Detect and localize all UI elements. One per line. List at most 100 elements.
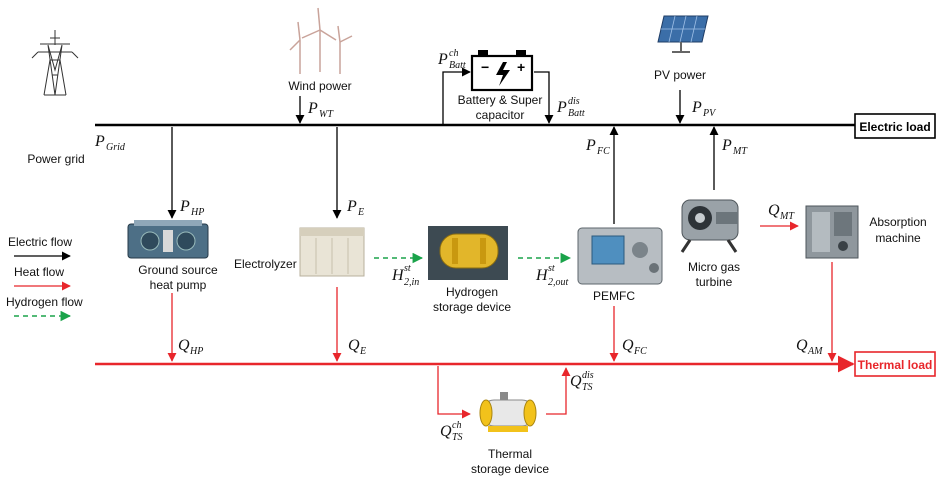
wind-turbine-icon bbox=[289, 7, 353, 74]
q-ts-ch-label: Q ch TS bbox=[440, 420, 463, 443]
q-hp-label: Q HP bbox=[178, 337, 203, 357]
p-hp-label: P HP bbox=[179, 198, 204, 218]
q-mt-label: Q MT bbox=[768, 202, 795, 222]
hydrogen-storage-label-1: Hydrogen bbox=[446, 285, 498, 299]
svg-text:P: P bbox=[179, 198, 190, 215]
power-grid-tower-icon bbox=[31, 30, 79, 96]
hydrogen-storage-label-2: storage device bbox=[433, 300, 511, 314]
svg-text:AM: AM bbox=[807, 346, 823, 357]
svg-text:FC: FC bbox=[596, 146, 610, 157]
svg-text:st: st bbox=[404, 263, 411, 274]
legend: Electric flow Heat flow Hydrogen flow bbox=[6, 235, 83, 322]
svg-text:P: P bbox=[721, 137, 732, 154]
p-grid-label: P Grid bbox=[94, 133, 126, 153]
pv-power-label: PV power bbox=[654, 68, 706, 82]
electric-load-box: Electric load bbox=[854, 113, 936, 139]
micro-gas-turbine-icon bbox=[680, 199, 739, 253]
electrolyzer-icon bbox=[299, 227, 365, 277]
svg-text:Q: Q bbox=[622, 337, 634, 354]
heat-pump-label-2: heat pump bbox=[150, 278, 207, 292]
svg-text:MT: MT bbox=[732, 146, 748, 157]
svg-text:Q: Q bbox=[796, 337, 808, 354]
thermal-load-label: Thermal load bbox=[858, 358, 933, 372]
svg-text:HP: HP bbox=[189, 346, 203, 357]
power-grid-label: Power grid bbox=[27, 152, 84, 166]
p-wt-label: P WT bbox=[307, 100, 334, 120]
q-ts-dis-label: Q dis TS bbox=[570, 370, 594, 393]
svg-text:H: H bbox=[535, 267, 549, 284]
absorption-label-2: machine bbox=[875, 231, 921, 245]
battery-charge-arrow bbox=[442, 67, 471, 125]
thermal-storage-label-1: Thermal bbox=[488, 447, 532, 461]
battery-label-2: capacitor bbox=[476, 108, 525, 122]
micro-gas-turbine-label-2: turbine bbox=[696, 275, 733, 289]
thermal-tank-icon bbox=[479, 392, 537, 432]
p-e-label: P E bbox=[346, 198, 364, 218]
svg-text:TS: TS bbox=[582, 382, 593, 393]
svg-text:P: P bbox=[556, 99, 567, 116]
h-in-label: H st 2,in bbox=[391, 263, 419, 288]
q-am-label: Q AM bbox=[796, 337, 823, 357]
svg-text:+: + bbox=[517, 59, 525, 75]
svg-text:Q: Q bbox=[570, 373, 582, 390]
svg-text:Grid: Grid bbox=[106, 142, 126, 153]
svg-text:H: H bbox=[391, 267, 405, 284]
legend-heat-label: Heat flow bbox=[14, 265, 64, 279]
wind-power-label: Wind power bbox=[288, 79, 351, 93]
heat-pump-icon bbox=[127, 220, 209, 259]
p-fc-label: P FC bbox=[585, 137, 610, 157]
legend-electric-label: Electric flow bbox=[8, 235, 72, 249]
q-fc-label: Q FC bbox=[622, 337, 647, 357]
svg-text:ch: ch bbox=[449, 48, 458, 59]
pemfc-label: PEMFC bbox=[593, 289, 635, 303]
svg-text:P: P bbox=[94, 133, 105, 150]
p-batt-ch-label: P ch Batt bbox=[437, 48, 466, 71]
battery-label-1: Battery & Super bbox=[458, 93, 543, 107]
svg-text:WT: WT bbox=[319, 109, 334, 120]
svg-text:P: P bbox=[307, 100, 318, 117]
thermal-storage-label-2: storage device bbox=[471, 462, 549, 476]
h-out-label: H st 2,out bbox=[535, 263, 569, 288]
q-e-label: Q E bbox=[348, 337, 366, 357]
p-pv-label: P PV bbox=[691, 99, 717, 119]
svg-text:2,in: 2,in bbox=[404, 277, 419, 288]
thermal-storage-charge-arrow bbox=[437, 366, 471, 419]
svg-text:PV: PV bbox=[702, 108, 717, 119]
absorption-label-1: Absorption bbox=[869, 215, 926, 229]
p-batt-dis-label: P dis Batt bbox=[556, 96, 585, 119]
battery-discharge-arrow bbox=[534, 71, 554, 124]
svg-text:TS: TS bbox=[452, 432, 463, 443]
svg-text:Q: Q bbox=[178, 337, 190, 354]
svg-text:P: P bbox=[585, 137, 596, 154]
electric-load-label: Electric load bbox=[859, 120, 930, 134]
svg-text:−: − bbox=[481, 59, 489, 75]
svg-text:Batt: Batt bbox=[568, 108, 585, 119]
svg-text:Q: Q bbox=[348, 337, 360, 354]
p-mt-label: P MT bbox=[721, 137, 748, 157]
svg-text:MT: MT bbox=[779, 211, 795, 222]
svg-text:Batt: Batt bbox=[449, 60, 466, 71]
svg-text:dis: dis bbox=[582, 370, 594, 381]
thermal-storage-discharge-arrow bbox=[546, 367, 571, 415]
battery-icon: − + bbox=[470, 50, 534, 92]
thermal-load-box: Thermal load bbox=[854, 351, 936, 377]
svg-text:Q: Q bbox=[440, 423, 452, 440]
svg-text:E: E bbox=[359, 346, 366, 357]
svg-text:2,out: 2,out bbox=[548, 277, 569, 288]
svg-text:ch: ch bbox=[452, 420, 461, 431]
svg-text:P: P bbox=[437, 51, 448, 68]
absorption-machine-icon bbox=[805, 205, 859, 259]
hydrogen-tank-icon bbox=[428, 226, 508, 280]
svg-text:E: E bbox=[357, 207, 364, 218]
svg-text:FC: FC bbox=[633, 346, 647, 357]
svg-text:st: st bbox=[548, 263, 555, 274]
svg-text:P: P bbox=[346, 198, 357, 215]
legend-hydrogen-label: Hydrogen flow bbox=[6, 295, 83, 309]
svg-text:Q: Q bbox=[768, 202, 780, 219]
svg-text:dis: dis bbox=[568, 96, 580, 107]
svg-text:P: P bbox=[691, 99, 702, 116]
electrolyzer-label: Electrolyzer bbox=[234, 257, 297, 271]
pemfc-icon bbox=[577, 227, 663, 285]
